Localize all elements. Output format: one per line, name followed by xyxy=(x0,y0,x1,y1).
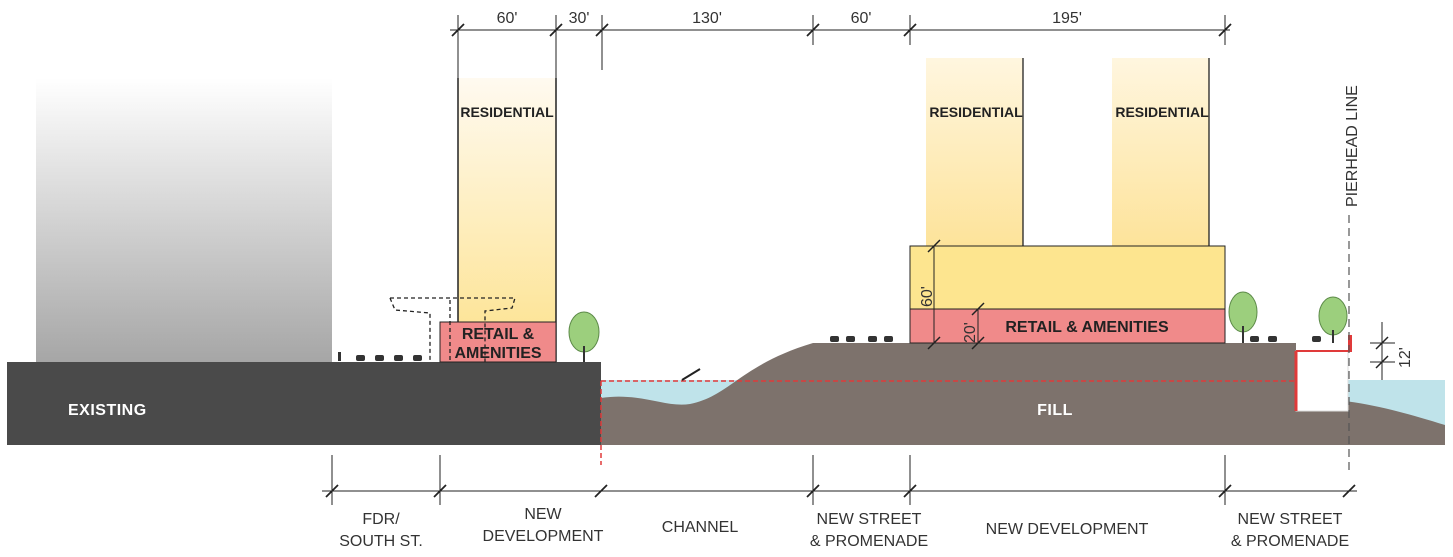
bulkhead xyxy=(1295,350,1349,412)
kayak xyxy=(681,368,701,381)
right-podium xyxy=(909,245,1226,310)
zone-fdr-1: FDR/ xyxy=(362,511,400,528)
existing-label: EXISTING xyxy=(68,402,147,419)
fdr-overpass-outline xyxy=(389,297,516,362)
dim-label-195: 195' xyxy=(1052,10,1082,27)
tree-right-1 xyxy=(1228,291,1258,343)
left-retail-block xyxy=(439,321,557,363)
existing-building xyxy=(36,78,332,362)
zone-new-dev-right: NEW DEVELOPMENT xyxy=(986,521,1149,538)
left-retail-label-2: AMENITIES xyxy=(454,345,541,362)
podium-dim-tick-bottom xyxy=(927,336,941,350)
dim-label-60-right: 60' xyxy=(851,10,872,27)
retail-dim-tick-bottom xyxy=(971,336,985,350)
zone-street-1-line-1: NEW STREET xyxy=(817,511,922,528)
right-tower-1-label: RESIDENTIAL xyxy=(929,104,1023,120)
right-retail-label: RETAIL & AMENITIES xyxy=(1005,319,1169,336)
zone-fdr-2: SOUTH ST. xyxy=(339,533,423,550)
dim-label-130: 130' xyxy=(692,10,722,27)
street-cars xyxy=(830,336,1321,342)
retail-dim-label: 20' xyxy=(962,322,979,343)
fdr-cars xyxy=(338,352,422,361)
right-residential-tower-2 xyxy=(1112,58,1209,246)
right-residential-tower-1 xyxy=(926,58,1023,246)
podium-dim-label: 60' xyxy=(919,286,936,307)
bottom-dimension-chain xyxy=(322,455,1357,505)
left-tower-label: RESIDENTIAL xyxy=(460,104,554,120)
drop-dim-tick-bottom xyxy=(1375,355,1389,369)
drop-dim-label: 12' xyxy=(1397,347,1414,368)
dim-label-60-left: 60' xyxy=(497,10,518,27)
tree-left xyxy=(568,311,600,362)
zone-new-dev-left-1: NEW xyxy=(524,506,562,523)
right-tower-2-label: RESIDENTIAL xyxy=(1115,104,1209,120)
fill-ground xyxy=(601,343,1445,445)
retail-dim-tick-top xyxy=(971,302,985,316)
existing-ground xyxy=(7,362,601,445)
zone-street-1-line-2: & PROMENADE xyxy=(810,533,928,550)
right-retail-block xyxy=(909,308,1226,344)
zone-new-dev-left-2: DEVELOPMENT xyxy=(483,528,604,545)
pierhead-label: PIERHEAD LINE xyxy=(1344,85,1361,207)
podium-dim-tick-top xyxy=(927,239,941,253)
tree-right-2 xyxy=(1318,296,1348,343)
drop-dim-tick-top xyxy=(1375,336,1389,350)
zone-street-2-line-1: NEW STREET xyxy=(1238,511,1343,528)
dim-label-30: 30' xyxy=(569,10,590,27)
zone-street-2-line-2: & PROMENADE xyxy=(1231,533,1349,550)
top-dimension-chain xyxy=(450,15,1232,78)
left-retail-label-1: RETAIL & xyxy=(462,326,535,343)
fill-label: FILL xyxy=(1037,402,1073,419)
zone-channel: CHANNEL xyxy=(662,519,739,536)
left-residential-tower xyxy=(458,78,556,322)
